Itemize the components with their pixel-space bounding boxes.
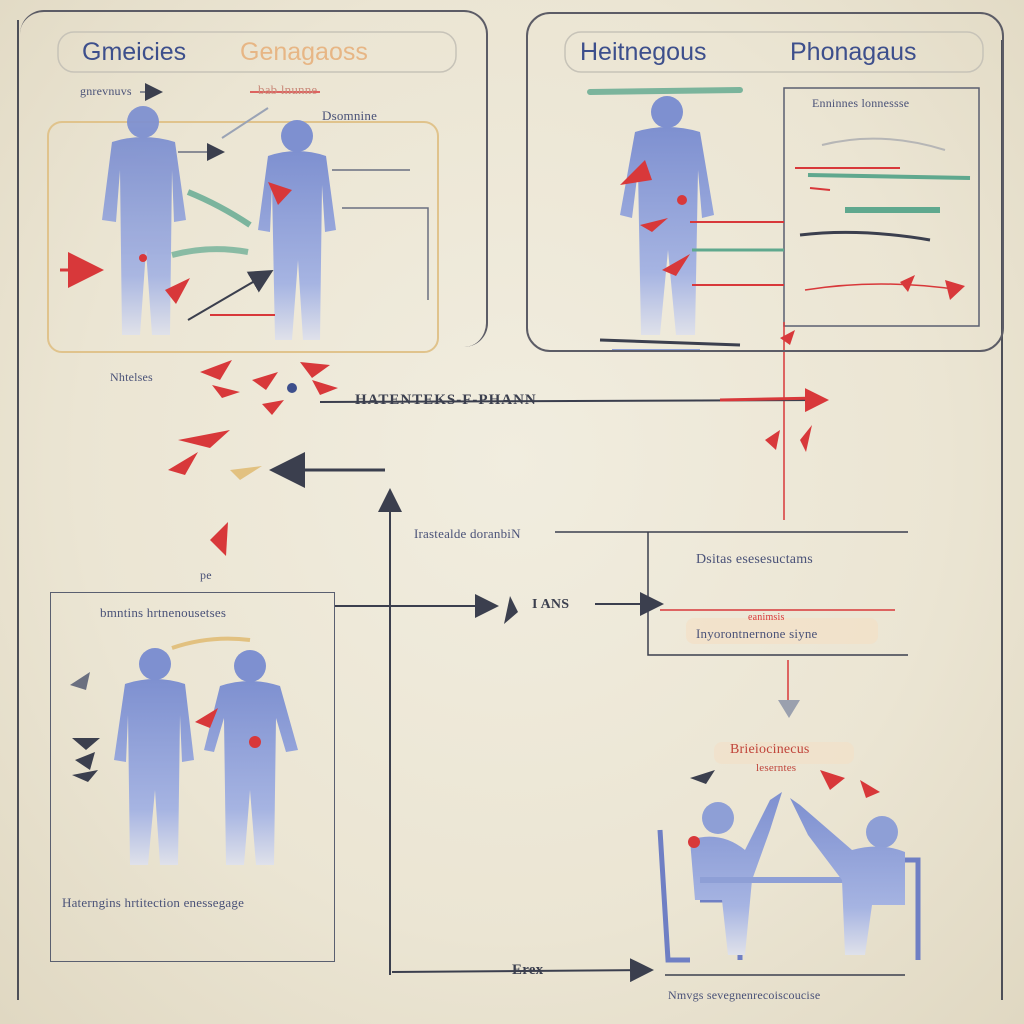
inner-frame-right [783, 87, 980, 327]
bottom-arrow-text: Erex [512, 962, 544, 978]
label-gnrevnuvs: gnrevnuvs [80, 84, 132, 98]
meeting-scene [657, 770, 921, 963]
label-brieiocinecus: Brieiocinecus [730, 742, 810, 757]
label-leserntes: leserntes [756, 762, 797, 774]
label-pe: pe [200, 568, 212, 582]
title-genetics: Gmeicies [82, 38, 187, 66]
arrow-text-ians: I ANS [532, 597, 570, 612]
right-box-line1: Dsitas esesesuctams [696, 552, 813, 567]
figure-bottom-1 [114, 648, 194, 865]
label-dsomnine: Dsomnine [322, 108, 378, 123]
title-genagaoss: Genagaoss [240, 38, 368, 66]
label-question: Irastealde doranbiN [414, 526, 521, 541]
figure-bottom-2 [204, 650, 298, 865]
label-bab-lnunne: bab lnunne [258, 82, 318, 97]
bottom-right-caption: Nmvgs sevegnenrecoiscoucise [668, 988, 821, 1002]
bottom-left-title: bmntins hrtnenousetses [100, 605, 227, 620]
figure-left-1 [102, 106, 186, 335]
inner-frame-left [47, 121, 439, 353]
title-heitnegous: Heitnegous [580, 38, 707, 66]
label-enninnes: Enninnes lonnessse [812, 96, 910, 110]
bottom-left-caption: Haterngins hrtitection enessegage [62, 895, 245, 910]
panel-genetics [20, 10, 488, 347]
panel-bottom-left [50, 592, 335, 962]
label-nhtelses: Nhtelses [110, 370, 153, 384]
bottom-arrow [391, 958, 654, 983]
panel-heterogeneous [526, 12, 1004, 352]
right-box-line3: Inyorontnernone siyne [696, 626, 818, 641]
flow-text: HATENTEKS-F-PHANN [355, 392, 537, 408]
title-phonagaus: Phonagaus [790, 38, 917, 66]
right-box-line2: eanimsis [748, 612, 785, 623]
